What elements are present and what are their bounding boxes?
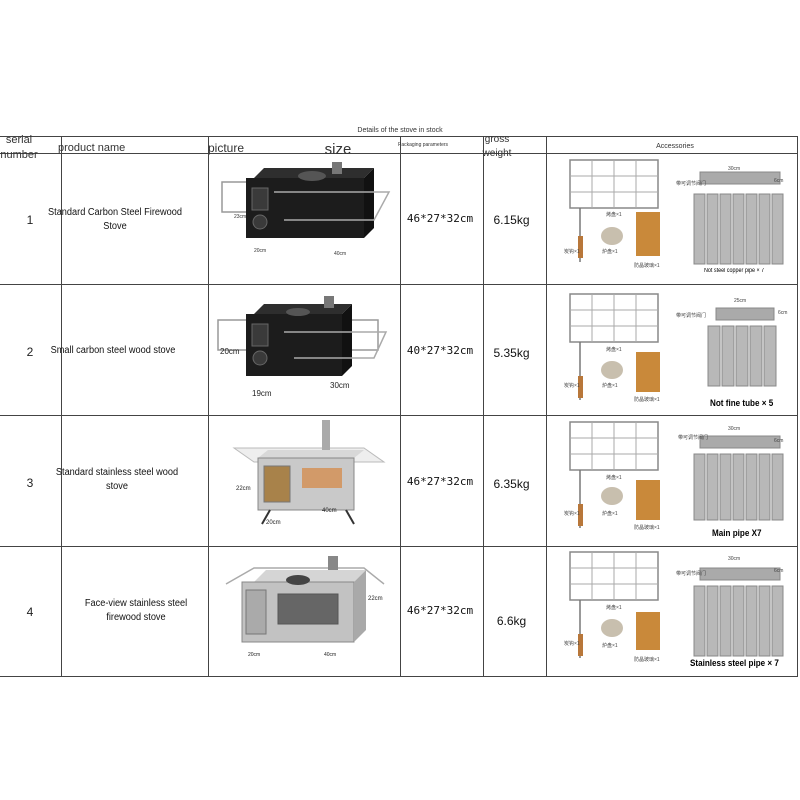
chimney-pipes-icon xyxy=(693,567,784,657)
stone-label: 炉盘×1 xyxy=(602,511,618,517)
row-2-serial: 2 xyxy=(26,345,34,359)
fork-label: 炭钩×1 xyxy=(564,641,580,647)
row-3-pipe-label: Main pipe X7 xyxy=(712,528,762,538)
row-4-pipe-label: Stainless steel pipe × 7 xyxy=(690,658,779,668)
header-gross-weight: gross weight xyxy=(482,134,512,159)
header-serial-number: serial number xyxy=(0,134,38,161)
glass-label: 防晶玻璃×1 xyxy=(634,657,660,663)
svg-text:40cm: 40cm xyxy=(324,652,336,658)
svg-text:20cm: 20cm xyxy=(220,347,240,356)
stove-picture-carbon-small: 20cm 19cm 30cm xyxy=(217,296,388,398)
grill-rack-icon xyxy=(569,159,660,262)
chimney-pipes-icon xyxy=(693,435,784,521)
row-divider xyxy=(0,546,798,547)
row-2-weight: 5.35kg xyxy=(493,346,530,360)
row-4-weight: 6.6kg xyxy=(496,614,527,628)
svg-text:20cm: 20cm xyxy=(266,520,281,526)
pipe-diameter-label: 6cm xyxy=(774,438,784,444)
row-4-serial: 4 xyxy=(26,605,34,619)
row-divider xyxy=(0,415,798,416)
pipe-diameter-label: 6cm xyxy=(778,310,788,316)
stove-picture-stainless-face-view: 22cm 20cm 40cm xyxy=(225,556,385,658)
svg-text:30cm: 30cm xyxy=(330,381,350,390)
svg-text:19cm: 19cm xyxy=(252,389,272,398)
header-accessories: Accessories xyxy=(656,143,694,150)
svg-text:40cm: 40cm xyxy=(322,508,337,514)
stove-picture-stainless-standard: 22cm 20cm 40cm xyxy=(232,420,386,526)
fork-label: 炭钩×1 xyxy=(564,511,580,517)
stone-label: 炉盘×1 xyxy=(602,383,618,389)
row-1-size: 46*27*32cm xyxy=(406,212,474,225)
table-bottom-border xyxy=(0,676,798,677)
fork-label: 炭钩×1 xyxy=(564,249,580,255)
header-size: size xyxy=(324,141,352,158)
glass-label: 防晶玻璃×1 xyxy=(634,525,660,531)
row-divider xyxy=(0,284,798,285)
pipe-damper-label: 带可调节阀门 xyxy=(678,435,709,441)
header-packaging-parameters: Packaging parameters xyxy=(398,142,449,148)
header-details-caption: Details of the stove in stock xyxy=(357,127,443,134)
chimney-pipes-icon xyxy=(707,307,777,387)
row-2-product-name: Small carbon steel wood stove xyxy=(50,345,176,356)
grill-label: 烤盘×1 xyxy=(606,475,622,481)
table-right-border xyxy=(797,136,798,676)
row-1-product-name: Standard Carbon Steel Firewood Stove xyxy=(47,207,182,232)
header-picture: picture xyxy=(208,141,245,155)
column-divider xyxy=(400,136,401,676)
header-product-name: product name xyxy=(58,142,126,154)
row-3-weight: 6.35kg xyxy=(493,477,530,491)
row-1-weight: 6.15kg xyxy=(493,213,530,227)
stove-spec-table xyxy=(0,136,798,677)
pipe-diameter-label: 6cm xyxy=(774,568,784,574)
svg-text:40cm: 40cm xyxy=(334,251,346,257)
column-divider xyxy=(61,136,62,676)
header-divider xyxy=(0,153,798,154)
column-divider xyxy=(483,136,484,676)
row-3-size: 46*27*32cm xyxy=(406,475,474,488)
pipe-damper-label: 带可调节阀门 xyxy=(676,181,707,187)
pipe-length-label: 30cm xyxy=(728,166,741,172)
pipe-length-label: 30cm xyxy=(728,426,741,432)
row-2-pipe-label: Not fine tube × 5 xyxy=(710,398,774,408)
pipe-diameter-label: 6cm xyxy=(774,178,784,184)
svg-text:22cm: 22cm xyxy=(236,486,251,492)
svg-text:23cm: 23cm xyxy=(234,214,246,220)
pipe-length-label: 25cm xyxy=(734,298,747,304)
grill-label: 烤盘×1 xyxy=(606,347,622,353)
stone-label: 炉盘×1 xyxy=(602,249,618,255)
row-4-product-name: Face-view stainless steel firewood stove xyxy=(84,598,188,623)
row-4-size: 46*27*32cm xyxy=(406,604,474,617)
stone-label: 炉盘×1 xyxy=(602,643,618,649)
glass-label: 防晶玻璃×1 xyxy=(634,397,660,403)
pipe-length-label: 30cm xyxy=(728,556,741,562)
row-1-serial: 1 xyxy=(26,213,34,227)
grill-rack-icon xyxy=(569,293,660,400)
svg-text:20cm: 20cm xyxy=(248,652,260,658)
column-divider xyxy=(546,136,547,676)
row-3-serial: 3 xyxy=(26,476,34,490)
grill-rack-icon xyxy=(569,551,660,658)
svg-text:22cm: 22cm xyxy=(368,596,383,602)
table-top-border xyxy=(0,136,798,137)
svg-text:20cm: 20cm xyxy=(254,248,266,254)
grill-label: 烤盘×1 xyxy=(606,212,622,218)
fork-label: 炭钩×1 xyxy=(564,383,580,389)
grill-label: 烤盘×1 xyxy=(606,605,622,611)
glass-label: 防晶玻璃×1 xyxy=(634,263,660,269)
row-3-product-name: Standard stainless steel wood stove xyxy=(55,467,179,492)
column-divider xyxy=(208,136,209,676)
chimney-pipes-icon xyxy=(693,171,784,265)
row-2-size: 40*27*32cm xyxy=(406,344,474,357)
pipe-damper-label: 带可调节阀门 xyxy=(676,313,707,319)
stove-picture-carbon-standard: 23cm 20cm 40cm xyxy=(221,162,391,257)
grill-rack-icon xyxy=(569,421,660,528)
pipe-damper-label: 带可调节阀门 xyxy=(676,571,707,577)
row-1-pipe-label: Not steel copper pipe × 7 xyxy=(704,268,765,274)
